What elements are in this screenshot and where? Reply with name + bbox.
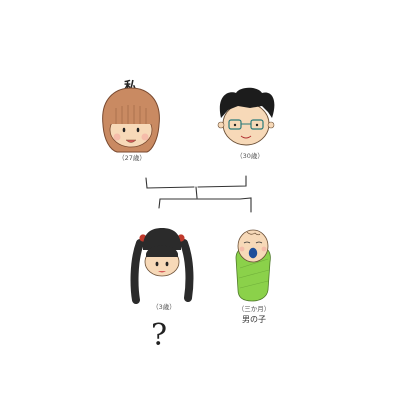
- son-gender-label: 男の子: [242, 315, 266, 324]
- daughter-portrait-icon: [130, 228, 194, 304]
- mother-portrait-icon: [102, 87, 160, 153]
- question-mark: ?: [151, 318, 168, 353]
- daughter-age-label: （3歳）: [152, 303, 176, 311]
- father-age-label: （30歳）: [236, 152, 264, 160]
- baby-portrait-icon: [235, 229, 271, 302]
- son-age-label: （三か月）: [237, 305, 271, 313]
- family-connector-lines: [145, 175, 252, 213]
- father-portrait-icon: [217, 87, 275, 146]
- mother-age-label: （27歳）: [118, 154, 146, 162]
